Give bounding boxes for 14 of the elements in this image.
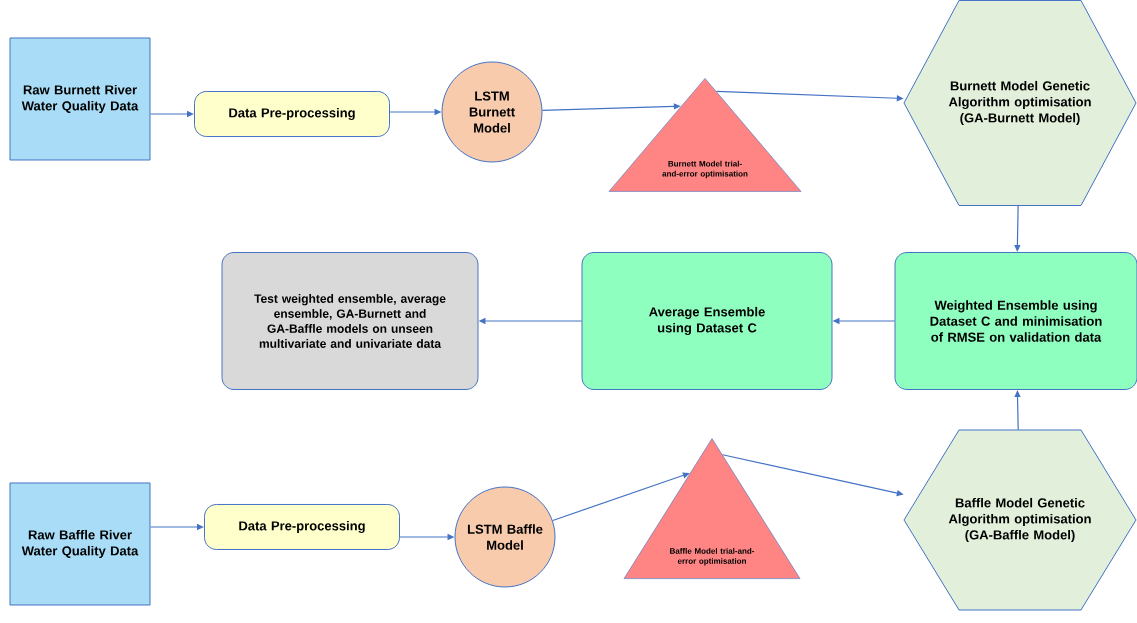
process-box: Average Ensemble using Dataset C [581,252,833,390]
data-box: Raw Burnett River Water Quality Data [9,37,151,161]
arrow [552,472,690,522]
optimisation-triangle: Baffle Model trial-and-error optimisation [623,438,801,579]
process-box: Weighted Ensemble using Dataset C and minimisation of RMSE on validation data [894,252,1137,390]
data-box: Raw Baffle River Water Quality Data [9,482,151,606]
optimisation-hexagon: Burnett Model Genetic Algorithm optimisation (GA-Burnett Model) [903,0,1137,206]
process-box: Test weighted ensemble, average ensemble, GA-Burnett and GA-Baffle models on unseen multivariate and univariate data [221,252,479,390]
arrow [1014,205,1021,252]
optimisation-triangle: Burnett Model trial-and-error optimisation [608,78,802,192]
arrow [1014,390,1021,431]
optimisation-hexagon: Baffle Model Genetic Algorithm optimisation (GA-Baffle Model) [903,429,1137,611]
process-box: Data Pre-processing [194,91,390,137]
process-box: Data Pre-processing [204,504,400,550]
